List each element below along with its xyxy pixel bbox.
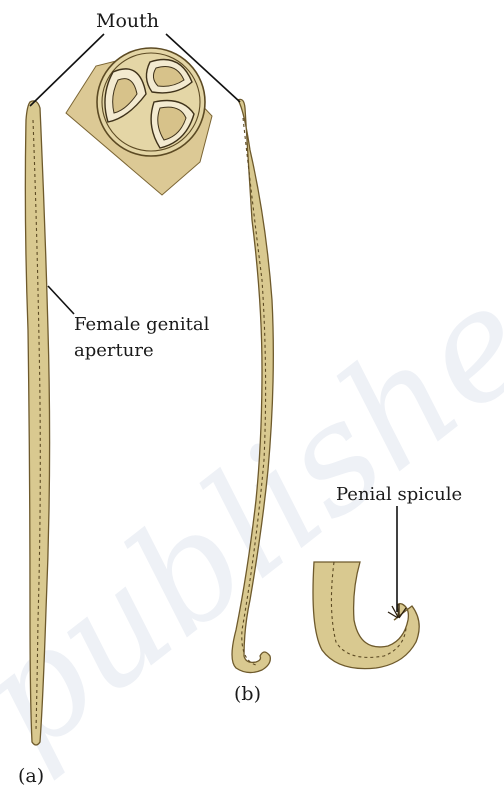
label-panel-a: (a) [18, 765, 44, 787]
male-tail-with-spicule [313, 562, 419, 669]
male-tail-body [313, 562, 419, 669]
label-penial-spicule: Penial spicule [336, 484, 462, 505]
label-mouth: Mouth [96, 10, 159, 32]
label-panel-b: (b) [234, 683, 261, 705]
mouth-cross-section [66, 48, 212, 195]
label-female-genital-aperture-line1: Female genital [74, 314, 210, 335]
label-female-genital-aperture-line2: aperture [74, 340, 154, 361]
female-aperture-leader [48, 286, 74, 314]
